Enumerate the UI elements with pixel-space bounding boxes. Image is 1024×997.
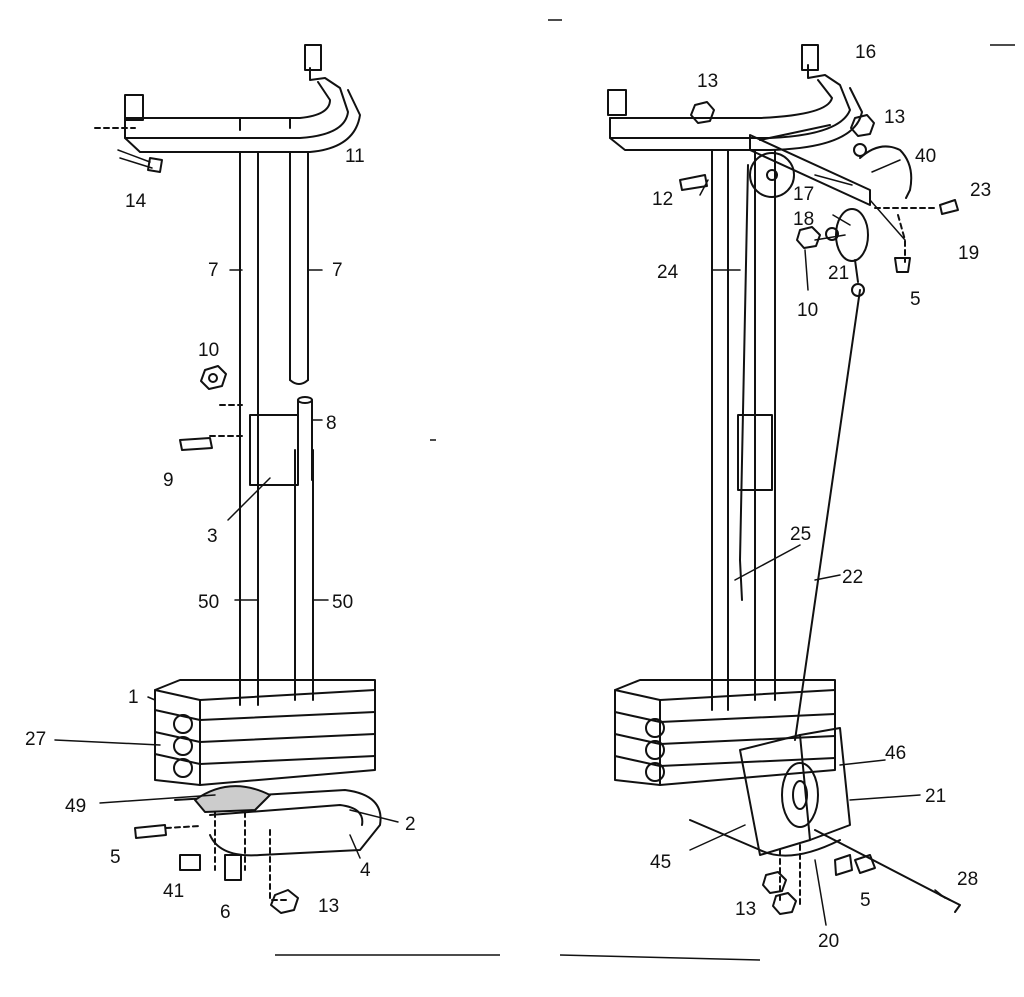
callout-13: 13 [735,899,756,920]
callout-5: 5 [860,890,871,911]
left-tower-assembly-drawing [54,44,399,914]
callout-24: 24 [657,262,679,283]
right-callouts: 16 13 13 40 23 12 17 18 19 10 21 24 5 25… [650,42,991,952]
callout-11: 11 [345,146,365,167]
callout-1: 1 [128,687,139,708]
callout-19: 19 [958,243,979,264]
callout-13: 13 [884,107,905,128]
callout-3: 3 [207,526,218,547]
callout-21: 21 [828,263,849,284]
callout-49: 49 [65,796,86,817]
callout-46: 46 [885,743,906,764]
callout-20: 20 [818,931,839,952]
callout-7: 7 [332,260,343,281]
callout-25: 25 [790,524,811,545]
callout-17: 17 [793,184,814,205]
scan-artifacts [275,19,1015,961]
callout-50: 50 [332,592,353,613]
callout-16: 16 [855,42,876,63]
callout-13: 13 [697,71,718,92]
callout-22: 22 [842,567,863,588]
callout-4: 4 [360,860,371,881]
callout-6: 6 [220,902,231,923]
callout-45: 45 [650,852,671,873]
left-callouts: 14 11 7 7 10 8 9 3 50 50 1 27 49 2 5 4 4… [25,146,416,923]
callout-23: 23 [970,180,991,201]
callout-7: 7 [208,260,219,281]
callout-9: 9 [163,470,174,491]
callout-5: 5 [110,847,121,868]
callout-2: 2 [405,814,416,835]
callout-40: 40 [915,146,936,167]
callout-50: 50 [198,592,219,613]
callout-5: 5 [910,289,921,310]
callout-10: 10 [797,300,818,321]
callout-18: 18 [793,209,814,230]
callout-21: 21 [925,786,946,807]
callout-41: 41 [163,881,184,902]
callout-12: 12 [652,189,673,210]
callout-8: 8 [326,413,337,434]
callout-27: 27 [25,729,46,750]
callout-14: 14 [125,191,147,212]
callout-10: 10 [198,340,219,361]
right-tower-cable-assembly-drawing [607,44,961,926]
callout-13: 13 [318,896,339,917]
callout-28: 28 [957,869,978,890]
